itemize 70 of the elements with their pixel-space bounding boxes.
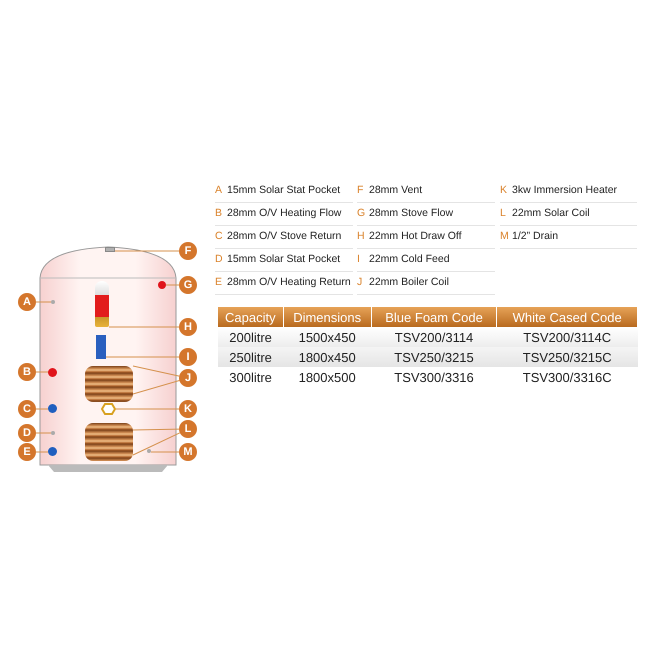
key-letter: F (357, 183, 364, 198)
table-cell: 1800x450 (283, 347, 372, 367)
key-text: 1/2” Drain (512, 229, 558, 244)
key-letter: D (215, 252, 224, 267)
leader-line (132, 380, 180, 394)
callout-letter: H (179, 318, 197, 336)
key-text: 15mm Solar Stat Pocket (227, 183, 340, 198)
key-text: 28mm O/V Heating Return (227, 275, 351, 290)
column-header: Dimensions (283, 307, 372, 327)
table-cell: TSV200/3114C (496, 327, 638, 347)
table-cell: TSV250/3215 (371, 347, 497, 367)
callout-letter: G (179, 276, 197, 294)
table-cell: 200litre (218, 327, 284, 347)
callout-letter: M (179, 443, 197, 461)
leader-line (108, 326, 180, 328)
leader-line (106, 356, 180, 358)
sensor-pocket-dot (51, 300, 55, 304)
key-letter: B (215, 206, 224, 221)
key-text: 22mm Hot Draw Off (369, 229, 462, 244)
leader-line (132, 366, 180, 377)
leader-line (36, 432, 52, 434)
coil-drawing (85, 423, 133, 461)
leader-line (116, 408, 180, 410)
column-header: White Cased Code (496, 307, 638, 327)
key-letter: J (357, 275, 364, 290)
callout-letter: I (179, 348, 197, 366)
key-text: 28mm Stove Flow (369, 206, 454, 221)
leader-line (132, 428, 180, 430)
key-letter: C (215, 229, 224, 244)
table-cell: 1500x450 (283, 327, 372, 347)
key-letter: I (357, 252, 361, 267)
leader-line (114, 250, 180, 252)
key-text: 22mm Boiler Coil (369, 275, 449, 290)
key-letter: E (215, 275, 224, 290)
column-header: Capacity (218, 307, 284, 327)
hot-pipe-drawing (95, 281, 109, 327)
callout-letter: A (18, 293, 36, 311)
key-text: 28mm O/V Stove Return (227, 229, 342, 244)
table-cell: TSV200/3114 (371, 327, 497, 347)
key-text: 3kw Immersion Heater (512, 183, 618, 198)
callout-letter: K (179, 400, 197, 418)
leader-line (166, 284, 180, 286)
vent-cap (105, 247, 115, 252)
key-letter: L (500, 206, 507, 221)
callout-letter: J (179, 369, 197, 387)
key-letter: M (500, 229, 510, 244)
callout-letter: E (18, 443, 36, 461)
callout-letter: B (18, 363, 36, 381)
key-letter: H (357, 229, 366, 244)
column-header: Blue Foam Code (371, 307, 497, 327)
leader-line (36, 408, 48, 410)
key-text: 28mm Vent (369, 183, 422, 198)
table-cell: 250litre (218, 347, 284, 367)
coil-drawing (85, 366, 133, 402)
key-letter: A (215, 183, 224, 198)
drain-dot (147, 449, 151, 453)
callout-letter: D (18, 424, 36, 442)
cold-pipe (96, 335, 106, 359)
sensor-pocket-dot (51, 431, 55, 435)
callout-letter: C (18, 400, 36, 418)
key-text: 22mm Cold Feed (369, 252, 450, 267)
leader-line (132, 432, 180, 456)
key-letter: G (357, 206, 366, 221)
table-cell: TSV250/3215C (496, 347, 638, 367)
key-letter: K (500, 183, 508, 198)
callout-letter: L (179, 420, 197, 438)
key-text: 15mm Solar Stat Pocket (227, 252, 340, 267)
callout-letter: F (179, 242, 197, 260)
key-text: 22mm Solar Coil (512, 206, 590, 221)
key-text: 28mm O/V Heating Flow (227, 206, 342, 221)
